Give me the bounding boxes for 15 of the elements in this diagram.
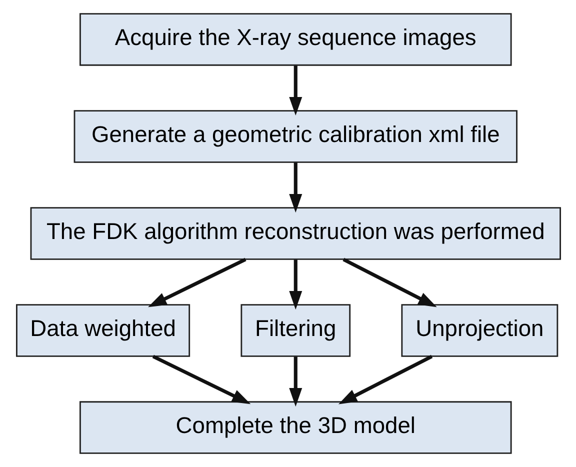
node-box: Unprojection: [400, 304, 558, 357]
arrow: [288, 66, 302, 116]
arrow: [152, 354, 250, 404]
node-box: Acquire the X-ray sequence images: [78, 13, 512, 66]
node-box: Generate a geometric calibration xml file: [73, 110, 517, 163]
arrow: [342, 258, 436, 308]
node-box: The FDK algorithm reconstruction was performed: [30, 207, 560, 260]
arrow: [288, 260, 302, 310]
arrow: [148, 258, 246, 308]
node-box: Filtering: [240, 304, 350, 357]
arrow: [288, 356, 302, 407]
arrow: [288, 162, 302, 213]
node-box: Complete the 3D model: [78, 401, 512, 454]
arrow: [338, 354, 432, 404]
node-box: Data weighted: [16, 304, 190, 357]
